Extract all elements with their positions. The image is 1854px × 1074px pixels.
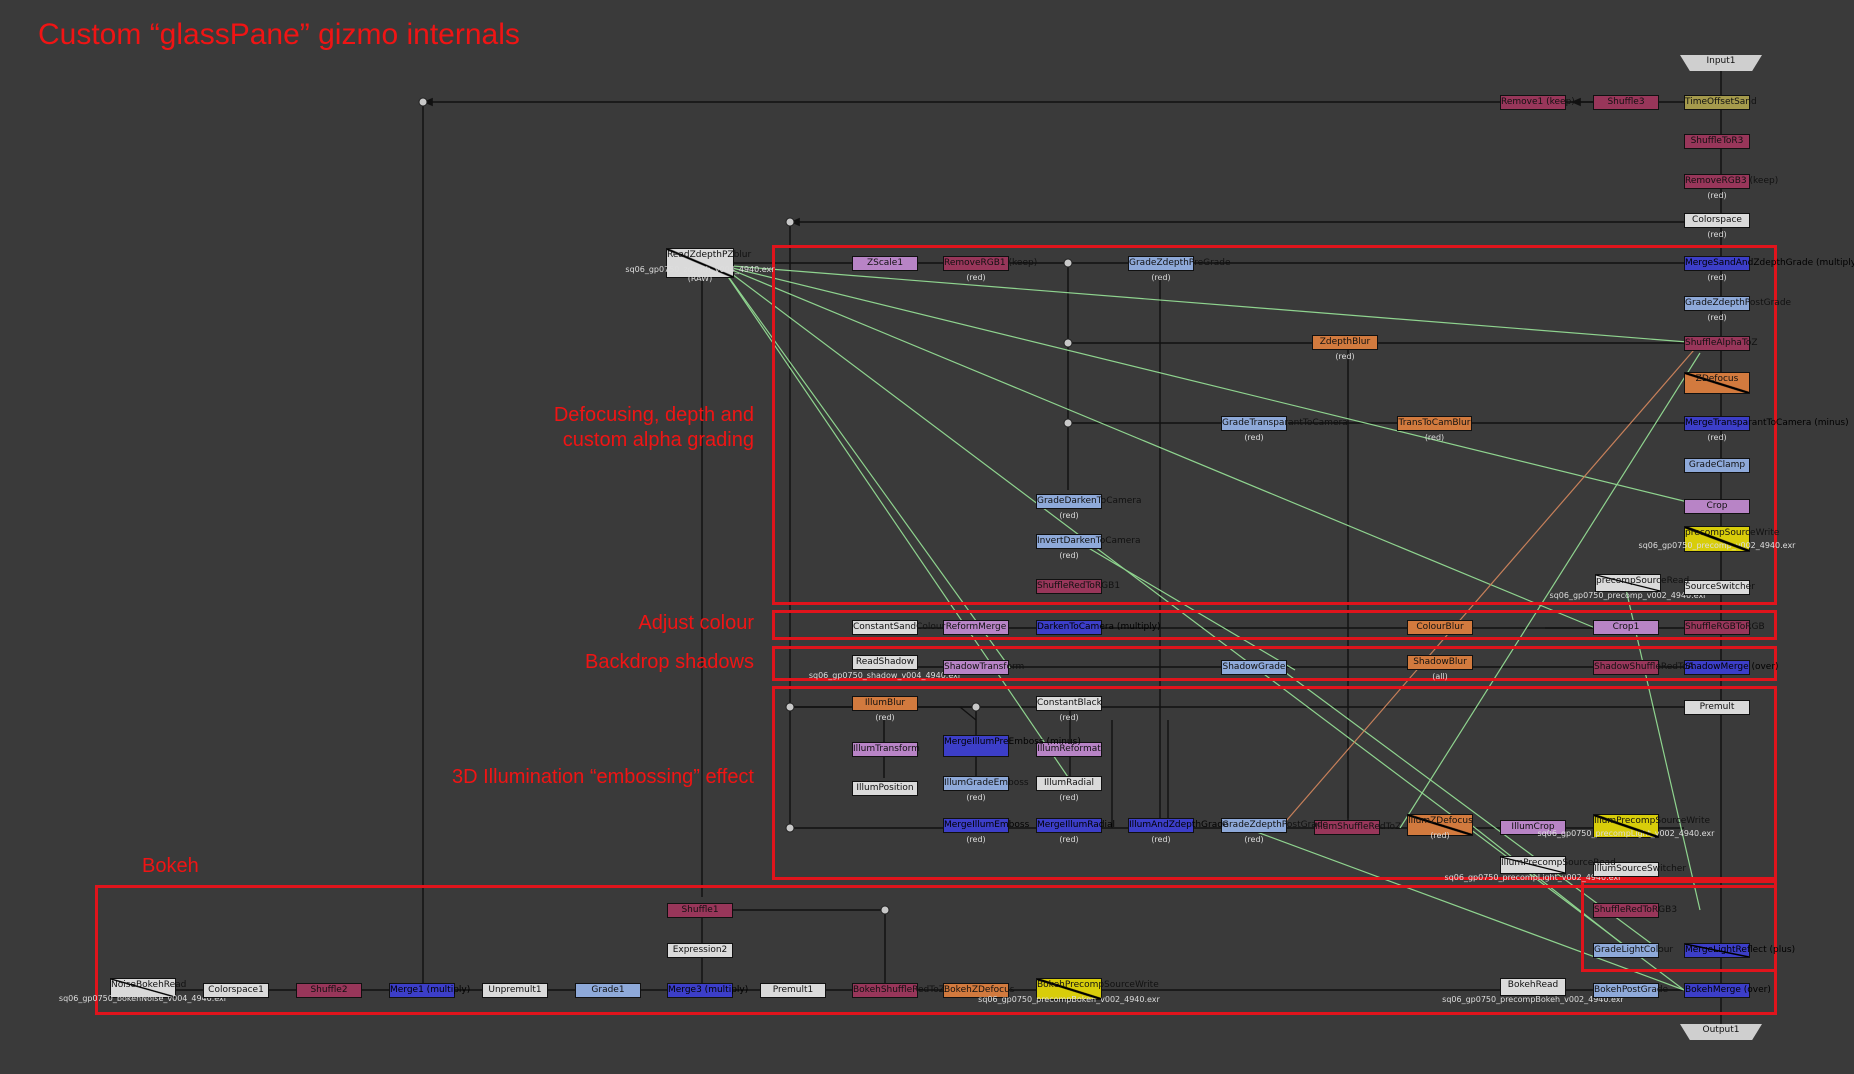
crop1-node[interactable]: Crop1: [1593, 620, 1659, 635]
reformerge-node[interactable]: ReformMerge: [943, 620, 1009, 635]
dot[interactable]: [418, 97, 428, 107]
shadowtransform-node[interactable]: ShadowTransform: [943, 660, 1024, 675]
gradeclamp-node[interactable]: GradeClamp: [1684, 458, 1750, 473]
darkentocamera-node[interactable]: DarkenToCamera (multiply): [1036, 620, 1161, 635]
group-box-illumination: [772, 686, 1777, 880]
group-box-adjust-colour: [772, 610, 1777, 640]
constantsand-node[interactable]: ConstantSandColour: [852, 620, 945, 635]
illumsourceswitcher-node[interactable]: IllumSourceSwitcher: [1593, 862, 1686, 877]
removergb1-node[interactable]: RemoveRGB1 (keep)(red): [943, 256, 1038, 282]
premult-node[interactable]: Premult: [1684, 700, 1750, 715]
zdepthblur-node[interactable]: ZdepthBlur(red): [1312, 335, 1378, 361]
shadowblur-node[interactable]: ShadowBlur(all): [1407, 655, 1473, 681]
gradezdepthpre-node[interactable]: GradeZdepthPreGrade(red): [1128, 256, 1231, 282]
bokehmerge-node[interactable]: BokehMerge (over): [1684, 983, 1771, 998]
transtocamblur-node[interactable]: TransToCamBlur(red): [1397, 416, 1472, 442]
gradetransparent-node[interactable]: GradeTransparantToCamera(red): [1221, 416, 1348, 442]
shadowmerge-node[interactable]: ShadowMerge (over): [1684, 660, 1779, 675]
removergb3-node[interactable]: RemoveRGB3 (keep)(red): [1684, 174, 1779, 200]
invertdarken-node[interactable]: InvertDarkenToCamera(red): [1036, 534, 1141, 560]
illumgradeemboss-node[interactable]: IllumGradeEmboss(red): [943, 776, 1029, 802]
page-title: Custom “glassPane” gizmo internals: [38, 18, 520, 51]
shufflergbtorgb-node[interactable]: ShuffleRGBToRGB: [1684, 620, 1765, 635]
zscale1-node[interactable]: ZScale1: [852, 256, 918, 271]
grade1-node[interactable]: Grade1: [575, 983, 641, 998]
bokehshufflered-node[interactable]: BokehShuffleRedToZ: [852, 983, 945, 998]
shufflealpha-node[interactable]: ShuffleAlphaToZ: [1684, 336, 1758, 351]
illumradial-node[interactable]: IllumRadial(red): [1036, 776, 1102, 802]
merge3-node[interactable]: Merge3 (multiply): [667, 983, 748, 998]
dot[interactable]: [785, 702, 795, 712]
mergetransparent-node[interactable]: MergeTransparantToCamera (minus)(red): [1684, 416, 1849, 442]
group-label-adjust: Adjust colour: [638, 612, 754, 634]
illumblur-node[interactable]: IllumBlur(red): [852, 696, 918, 722]
output-node[interactable]: Output1: [1680, 1024, 1762, 1040]
timeoffset-node[interactable]: TimeOffsetSand: [1684, 95, 1757, 110]
merge1-node[interactable]: Merge1 (multiply): [389, 983, 470, 998]
colorspace-node[interactable]: Colorspace(red): [1684, 213, 1750, 239]
unpremult1-node[interactable]: Unpremult1: [482, 983, 548, 998]
group-box-illum-light: [1581, 880, 1777, 972]
gradedarken-node[interactable]: GradeDarkenToCamera(red): [1036, 494, 1142, 520]
illumshufflered-node[interactable]: IllumShuffleRedToZ: [1314, 820, 1401, 835]
shadowgrade-node[interactable]: ShadowGrade: [1221, 660, 1287, 675]
bokehpostgrade-node[interactable]: BokehPostGrade: [1593, 983, 1668, 998]
bokehzdefocus-node[interactable]: BokehZDefocus: [943, 983, 1014, 998]
dot[interactable]: [1063, 258, 1073, 268]
group-box-defocus: [772, 245, 1777, 605]
mergeillumemboss-node[interactable]: MergeIllumEmboss(red): [943, 818, 1030, 844]
dot[interactable]: [785, 823, 795, 833]
shuffleredtorgb1-node[interactable]: ShuffleRedToRGB1: [1036, 579, 1120, 594]
shuffletor3-node[interactable]: ShuffleToR3: [1684, 134, 1750, 149]
group-label-defocus: Defocusing, depth and custom alpha gradi…: [553, 404, 754, 451]
mergesand-node[interactable]: MergeSandAndZdepthGrade (multiply)(red): [1684, 256, 1854, 282]
dot[interactable]: [785, 217, 795, 227]
illumandzdepth-node[interactable]: IllumAndZdepthGrade(red): [1128, 818, 1229, 844]
input-node[interactable]: Input1: [1680, 55, 1762, 71]
crop-node[interactable]: Crop: [1684, 499, 1750, 514]
shuffleredtorgb3-node[interactable]: ShuffleRedToRGB3: [1593, 903, 1677, 918]
shuffle3-node[interactable]: Shuffle3: [1593, 95, 1659, 110]
premult1-node[interactable]: Premult1: [760, 983, 826, 998]
constantblack-node[interactable]: ConstantBlack(red): [1036, 696, 1102, 722]
dot[interactable]: [1063, 338, 1073, 348]
illumzdefocus-node[interactable]: IllumZDefocus(red): [1407, 814, 1473, 840]
gradezdepthpost-node[interactable]: GradeZdepthPostGrade(red): [1684, 296, 1792, 322]
shadowshufflered-node[interactable]: ShadowShuffleRedToA: [1593, 660, 1694, 675]
illumposition-node[interactable]: IllumPosition: [852, 781, 918, 796]
colourblur-node[interactable]: ColourBlur: [1407, 620, 1473, 635]
shuffle1-node[interactable]: Shuffle1: [667, 903, 733, 918]
sourceswitcher-node[interactable]: SourceSwitcher: [1684, 580, 1755, 595]
illumtransform-node[interactable]: IllumTransform: [852, 742, 920, 757]
shuffle2-node[interactable]: Shuffle2: [296, 983, 362, 998]
mergeillumradial-node[interactable]: MergeIllumRadial(red): [1036, 818, 1116, 844]
illumreformat-node[interactable]: IllumReformat: [1036, 742, 1102, 757]
dot[interactable]: [1063, 418, 1073, 428]
mergeillumpre-node[interactable]: MergeIllumPreEmboss (minus): [943, 735, 1081, 757]
group-label-bokeh: Bokeh: [142, 855, 199, 877]
dot[interactable]: [971, 702, 981, 712]
remove1-node[interactable]: Remove1 (keep): [1500, 95, 1575, 110]
illumcrop-node[interactable]: IllumCrop: [1500, 820, 1566, 835]
zdefocus-node[interactable]: ZDefocus: [1684, 372, 1750, 394]
expression2-node[interactable]: Expression2: [667, 943, 733, 958]
gradelightcolour-node[interactable]: GradeLightColour: [1593, 943, 1673, 958]
gradezdepthpost2-node[interactable]: GradeZdepthPostGrade(red): [1221, 818, 1329, 844]
group-label-illum: 3D Illumination “embossing” effect: [452, 766, 754, 788]
colorspace1-node[interactable]: Colorspace1: [203, 983, 269, 998]
dot[interactable]: [880, 905, 890, 915]
group-box-shadows: [772, 646, 1777, 681]
mergelight-node[interactable]: MergeLightReflect (plus): [1684, 943, 1795, 958]
group-label-shadows: Backdrop shadows: [585, 651, 754, 673]
